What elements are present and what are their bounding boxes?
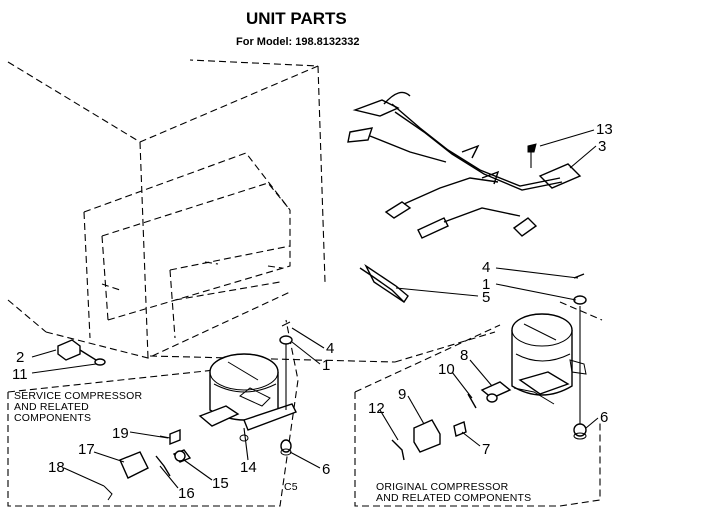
- original-caption-line2: AND RELATED COMPONENTS: [376, 492, 531, 504]
- model-number: For Model: 198.8132332: [236, 36, 360, 48]
- callout-5: 5: [482, 289, 490, 306]
- service-compressor: [198, 353, 297, 442]
- callout-9: 9: [398, 386, 406, 403]
- service-caption-line2: AND RELATED: [14, 401, 89, 413]
- service-group-border: [7, 319, 299, 507]
- callout-3: 3: [598, 138, 606, 155]
- original-compressor: [511, 313, 587, 405]
- callout-11: 11: [12, 366, 28, 383]
- callout-15: 15: [212, 475, 229, 492]
- service-small-parts: [103, 428, 192, 501]
- callout-1-original: 1: [482, 276, 490, 293]
- callout-4-original: 4: [482, 259, 490, 276]
- diagram-title: UNIT PARTS: [246, 9, 347, 28]
- cabinet-outline: [7, 59, 603, 363]
- callout-10: 10: [438, 361, 455, 378]
- original-fittings: [391, 381, 512, 461]
- callout-14: 14: [240, 459, 257, 476]
- capillary-part-5: [359, 263, 409, 303]
- callout-13: 13: [596, 121, 613, 138]
- service-caption-line3: COMPONENTS: [14, 412, 91, 424]
- grommet-service-top: [279, 321, 293, 410]
- service-caption-line1: SERVICE COMPRESSOR: [14, 390, 142, 402]
- grommet-service-bottom: [280, 439, 292, 456]
- callout-6-service: 6: [322, 461, 330, 478]
- relay-part-2: [57, 339, 106, 366]
- c5-mark: C5: [284, 481, 298, 493]
- leader-lines: [31, 129, 599, 489]
- original-caption-line1: ORIGINAL COMPRESSOR: [376, 481, 509, 493]
- callout-12: 12: [368, 400, 385, 417]
- callout-18: 18: [48, 459, 65, 476]
- callout-8: 8: [460, 347, 468, 364]
- callout-1-service: 1: [322, 357, 330, 374]
- callout-17: 17: [78, 441, 95, 458]
- callout-16: 16: [178, 485, 195, 502]
- callout-2: 2: [16, 349, 24, 366]
- callout-6-original: 6: [600, 409, 608, 426]
- callout-7: 7: [482, 441, 490, 458]
- original-group-border: [354, 324, 601, 507]
- callout-19: 19: [112, 425, 129, 442]
- wiring-harness: [347, 91, 582, 239]
- screw-13: [527, 143, 537, 168]
- grommet-original-bottom: [573, 306, 587, 440]
- callout-4-service: 4: [326, 340, 334, 357]
